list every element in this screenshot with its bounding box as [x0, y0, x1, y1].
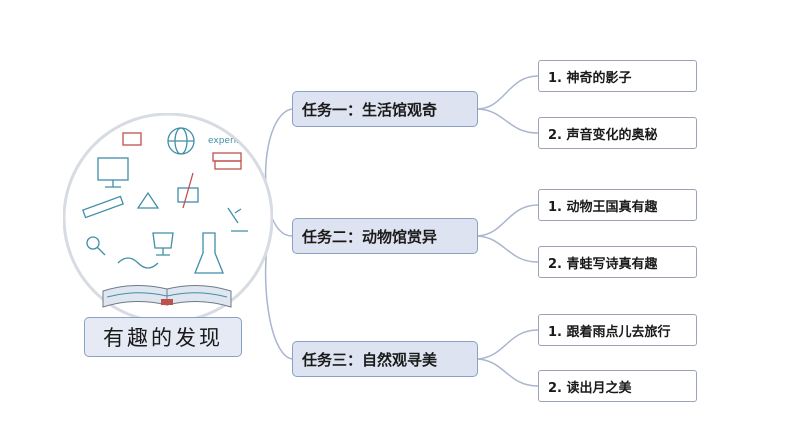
task-node-1[interactable]: 任务一：生活馆观奇: [292, 91, 478, 127]
connector-task-3-leaf-1: [478, 330, 538, 359]
connector-task-1-leaf-1: [478, 76, 538, 109]
subtask-label: 2. 声音变化的奥秘: [548, 124, 658, 143]
connector-task-3-leaf-2: [478, 359, 538, 386]
connector-task-2-leaf-1: [478, 205, 538, 236]
connector-task-2-leaf-2: [478, 236, 538, 262]
subtask-node-2-1[interactable]: 1. 动物王国真有趣: [538, 189, 697, 221]
subtask-label: 2. 青蛙写诗真有趣: [548, 253, 658, 272]
connector-task-1-leaf-2: [478, 109, 538, 133]
subtask-label: 1. 跟着雨点儿去旅行: [548, 321, 671, 340]
task-label: 任务二：动物馆赏异: [302, 226, 437, 247]
root-label: 有趣的发现: [103, 322, 223, 352]
task-label: 任务一：生活馆观奇: [302, 99, 437, 120]
subtask-node-1-1[interactable]: 1. 神奇的影子: [538, 60, 697, 92]
subtask-node-3-2[interactable]: 2. 读出月之美: [538, 370, 697, 402]
subtask-node-1-2[interactable]: 2. 声音变化的奥秘: [538, 117, 697, 149]
subtask-node-2-2[interactable]: 2. 青蛙写诗真有趣: [538, 246, 697, 278]
connector-root-task-2: [272, 218, 292, 236]
task-node-2[interactable]: 任务二：动物馆赏异: [292, 218, 478, 254]
subtask-label: 2. 读出月之美: [548, 377, 632, 396]
subtask-label: 1. 神奇的影子: [548, 67, 632, 86]
root-node[interactable]: 有趣的发现: [84, 317, 242, 357]
task-node-3[interactable]: 任务三：自然观寻美: [292, 341, 478, 377]
subtask-label: 1. 动物王国真有趣: [548, 196, 658, 215]
education-illustration: experiment: [63, 113, 273, 323]
subtask-node-3-1[interactable]: 1. 跟着雨点儿去旅行: [538, 314, 697, 346]
task-label: 任务三：自然观寻美: [302, 349, 437, 370]
